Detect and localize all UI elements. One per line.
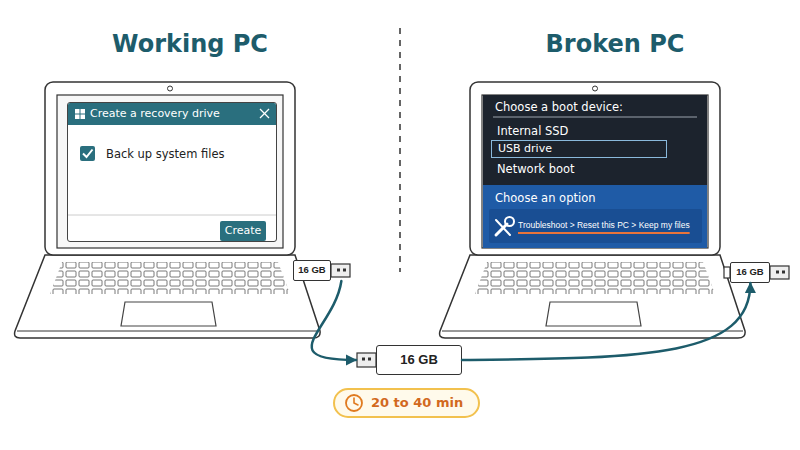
flow-arrow: [312, 281, 356, 360]
clock-hands: [354, 398, 358, 405]
create-button: Create: [220, 221, 266, 241]
working-laptop: [15, 82, 321, 338]
broken-laptop: [440, 82, 746, 338]
wrench-icon: [505, 217, 514, 226]
usb-pin: [362, 358, 365, 361]
menu-item: Network boot: [497, 162, 687, 176]
flow-arrow: [462, 283, 750, 360]
separator-line: [493, 117, 697, 118]
section-heading: Working PC: [112, 30, 268, 58]
capacity-label: 16 GB: [730, 262, 770, 283]
dialog-title: Create a recovery drive: [68, 103, 276, 125]
checkbox: [80, 146, 95, 161]
capacity-label: 16 GB: [293, 260, 331, 281]
duration-pill: 20 to 40 min: [333, 388, 480, 418]
button-label: Create: [220, 221, 266, 241]
usb-drive-decoration: [293, 260, 352, 281]
usb-pin: [343, 269, 346, 272]
clock-icon: [346, 395, 362, 411]
capacity-label: 16 GB: [376, 345, 462, 375]
panel-heading: Choose an option: [495, 191, 700, 205]
usb-plug: [357, 353, 376, 367]
check-mark: [83, 150, 93, 158]
dialog-window: Create a recovery driveBack up system fi…: [67, 102, 277, 242]
divider-line: [399, 28, 401, 272]
windows-icon: [81, 109, 86, 114]
menu-path: Troubleshoot > Reset this PC > Keep my f…: [489, 209, 702, 243]
duration-pill-decoration: [335, 390, 482, 420]
usb-cap: [724, 267, 730, 278]
usb-pin: [337, 269, 340, 272]
usb-pin: [782, 271, 785, 274]
selected-item: USB drive: [491, 140, 667, 158]
options-panel: Choose an optionTroubleshoot > Reset thi…: [483, 185, 707, 248]
usb-drive: 16 GB: [724, 262, 790, 283]
usb-plug: [770, 266, 789, 279]
menu-item: Internal SSD: [497, 124, 687, 138]
close-icon: [260, 109, 269, 118]
options-panel-decoration: [483, 185, 707, 248]
duration-label: 20 to 40 min: [371, 390, 476, 416]
separator-line: [68, 215, 276, 216]
usb-pin: [368, 358, 371, 361]
menu-item: USB drive: [492, 141, 665, 156]
screwdriver-icon: [496, 220, 510, 235]
section-heading: Broken PC: [546, 30, 685, 58]
close-icon: [260, 109, 269, 118]
usb-plug: [331, 264, 350, 277]
usb-drive: 16 GB: [293, 260, 352, 281]
boot-menu: Choose a boot device: Internal SSD Network…: [483, 95, 707, 185]
checkbox-label: Back up system files: [106, 146, 272, 162]
usb-drive: 16 GB: [356, 345, 462, 375]
windows-icon: [81, 115, 86, 120]
windows-icon: [75, 115, 80, 120]
usb-pin: [776, 271, 779, 274]
menu-heading: Choose a boot device:: [495, 100, 700, 114]
usb-drive-decoration: [356, 345, 462, 375]
usb-drive-decoration: [724, 262, 790, 283]
wrench-icon: [496, 224, 507, 235]
windows-icon: [75, 109, 80, 114]
